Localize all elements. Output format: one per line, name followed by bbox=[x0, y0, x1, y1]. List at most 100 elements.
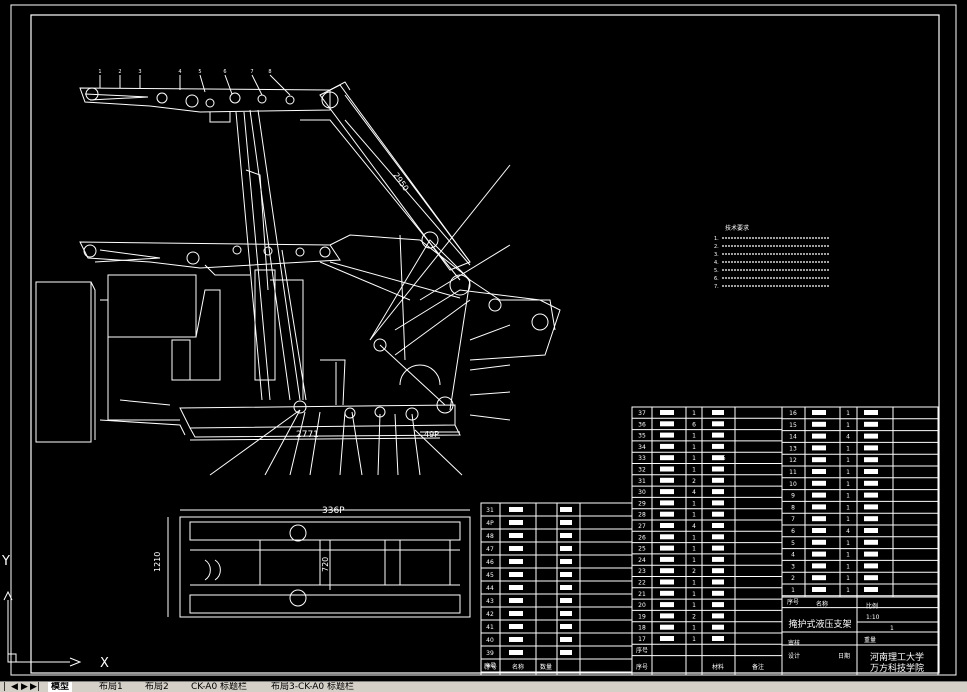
tech-note-line: 1. bbox=[714, 236, 719, 242]
part-qty-c: 1 bbox=[846, 481, 850, 488]
tab-last-button[interactable]: ▶| bbox=[30, 682, 40, 692]
part-material-text bbox=[864, 504, 878, 510]
part-number-a: 46 bbox=[486, 559, 494, 566]
part-qty-c: 4 bbox=[846, 434, 850, 441]
part-name-text bbox=[509, 637, 523, 642]
part-number-b: 34 bbox=[638, 444, 646, 451]
dim-side: 49P bbox=[424, 430, 439, 439]
tab-prev-button[interactable]: ◀ bbox=[11, 682, 18, 692]
tech-note-line: 6. bbox=[714, 276, 719, 282]
balloon-number: 3 bbox=[138, 69, 141, 75]
part-name-text bbox=[812, 433, 826, 439]
part-material-text bbox=[864, 421, 878, 427]
part-qty-c: 1 bbox=[846, 410, 850, 417]
part-qty-b: 2 bbox=[692, 568, 696, 575]
part-material-text bbox=[712, 568, 724, 574]
part-number-c: 序号 bbox=[787, 598, 799, 606]
part-material-b: 45 bbox=[718, 455, 726, 462]
part-name-text bbox=[509, 611, 523, 616]
part-qty-b: 1 bbox=[692, 580, 696, 587]
tab-model[interactable]: 模型 bbox=[48, 682, 73, 692]
label-scale: 比例 bbox=[866, 602, 878, 610]
part-qty-b: 1 bbox=[692, 546, 696, 553]
tab-layout1[interactable]: 布局1 bbox=[99, 682, 123, 692]
part-number-c: 14 bbox=[789, 434, 797, 441]
part-qty-b: 4 bbox=[692, 523, 696, 530]
part-number-a: 41 bbox=[486, 624, 494, 631]
ucs-x-label: X bbox=[100, 656, 109, 671]
label-design: 设计 bbox=[788, 652, 800, 660]
part-qty-c: 1 bbox=[846, 516, 850, 523]
part-number-b: 17 bbox=[638, 636, 646, 643]
part-name-text bbox=[509, 507, 523, 512]
part-number-c: 9 bbox=[791, 493, 795, 500]
part-name-text bbox=[812, 575, 826, 581]
part-material-text bbox=[560, 598, 572, 603]
part-number-b: 18 bbox=[638, 625, 646, 632]
part-name-text bbox=[509, 546, 523, 551]
part-number-a: 31 bbox=[486, 507, 494, 514]
part-material-text bbox=[712, 432, 724, 438]
part-name-text bbox=[812, 480, 826, 486]
part-name-text bbox=[812, 469, 826, 474]
part-number-b: 22 bbox=[638, 580, 646, 587]
part-material-text bbox=[560, 507, 572, 512]
tab-layout3-ck-a0[interactable]: 布局3-CK-A0 标题栏 bbox=[271, 682, 355, 692]
part-name-text bbox=[660, 568, 674, 574]
header-name-a: 名称 bbox=[512, 663, 524, 671]
part-name-text bbox=[812, 563, 826, 569]
part-number-c: 3 bbox=[791, 563, 795, 570]
part-number-a: 47 bbox=[486, 546, 494, 553]
part-qty-c: 1 bbox=[846, 552, 850, 559]
part-number-c: 11 bbox=[789, 469, 797, 476]
part-number-c: 12 bbox=[789, 457, 797, 464]
part-name-text bbox=[660, 489, 674, 495]
part-qty-b: 1 bbox=[692, 557, 696, 564]
part-material-text bbox=[712, 410, 724, 415]
header-name-c: 名称 bbox=[816, 600, 828, 608]
part-number-a: 45 bbox=[486, 572, 494, 579]
header-seq-a: 序号 bbox=[485, 663, 497, 671]
part-number-c: 6 bbox=[791, 528, 795, 535]
part-name-text bbox=[660, 443, 674, 449]
part-name-text bbox=[660, 590, 674, 596]
part-name-text bbox=[660, 579, 674, 585]
part-name-text bbox=[509, 520, 523, 525]
tab-first-button[interactable]: |◀ bbox=[2, 682, 7, 692]
part-name-text bbox=[509, 598, 523, 603]
part-name-text bbox=[812, 445, 826, 451]
part-qty-b: 1 bbox=[692, 512, 696, 519]
part-name-text bbox=[812, 587, 826, 592]
part-material-text bbox=[864, 492, 878, 498]
part-number-a: 序号 bbox=[484, 662, 496, 670]
technical-requirements: 技术要求 1.2.3.4.5.6.7. bbox=[714, 224, 830, 290]
part-name-text bbox=[812, 492, 826, 498]
part-name-text bbox=[509, 650, 523, 655]
part-number-c: 5 bbox=[791, 540, 795, 547]
part-number-b: 19 bbox=[638, 613, 646, 620]
tab-ck-a0[interactable]: CK-A0 标题栏 bbox=[191, 682, 248, 692]
part-material-text bbox=[712, 624, 724, 630]
tab-layout2[interactable]: 布局2 bbox=[145, 682, 169, 692]
part-number-c: 8 bbox=[791, 504, 795, 511]
part-number-b: 33 bbox=[638, 455, 646, 462]
balloon-number: 6 bbox=[223, 69, 226, 75]
part-material-text bbox=[864, 445, 878, 451]
part-qty-c: 1 bbox=[846, 493, 850, 500]
part-name-text bbox=[660, 624, 674, 630]
balloon-number: 7 bbox=[250, 69, 253, 75]
dim-plan-length: 336P bbox=[322, 506, 345, 516]
part-qty-c: 1 bbox=[846, 563, 850, 570]
part-name-text bbox=[509, 624, 523, 629]
part-number-c: 7 bbox=[791, 516, 795, 523]
part-number-c: 2 bbox=[791, 575, 795, 582]
part-material-text bbox=[864, 575, 878, 581]
part-number-b: 23 bbox=[638, 568, 646, 575]
part-qty-c: 1 bbox=[846, 457, 850, 464]
part-name-text bbox=[660, 636, 674, 641]
part-qty-c: 1 bbox=[846, 540, 850, 547]
part-number-c: 16 bbox=[789, 410, 797, 417]
tab-next-button[interactable]: ▶ bbox=[21, 682, 28, 692]
